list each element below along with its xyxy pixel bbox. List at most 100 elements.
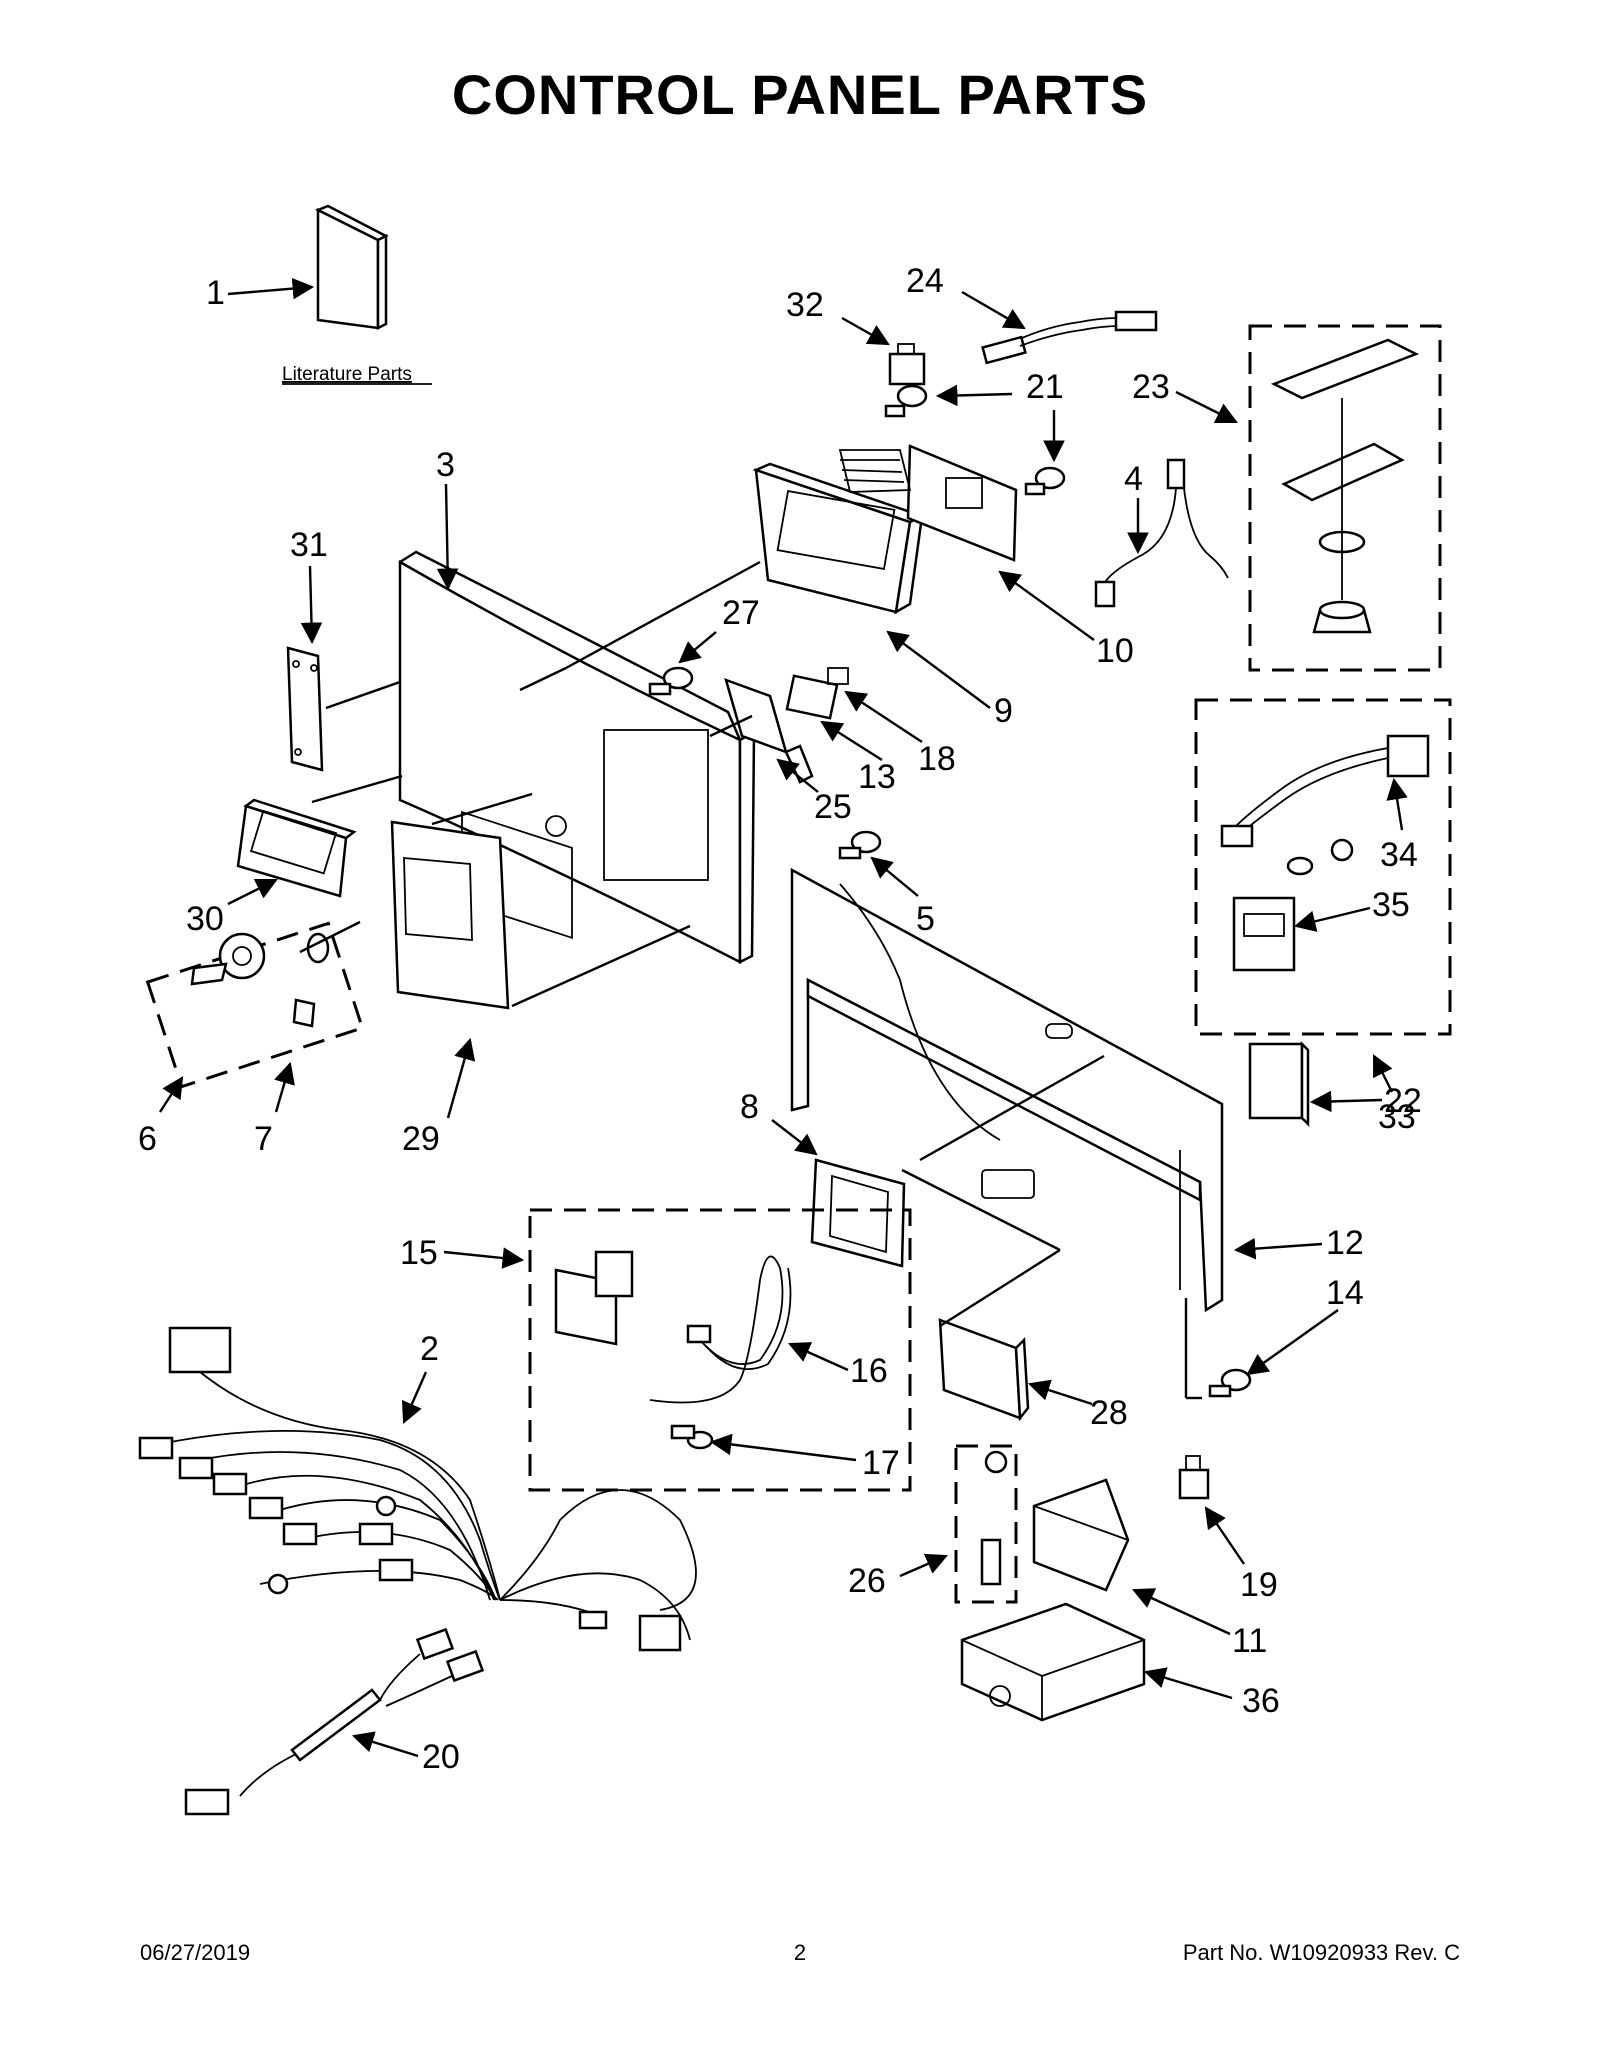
frame-8 (810, 1158, 906, 1268)
callout-2: 2 (420, 1330, 439, 1368)
callout-21: 21 (1026, 368, 1064, 406)
group-box-26 (954, 1444, 1018, 1604)
callout-31: 31 (290, 526, 328, 564)
leader-2 (401, 1371, 428, 1424)
harness-4 (1094, 458, 1229, 608)
connector-32 (888, 343, 926, 386)
knob-assembly (190, 932, 330, 986)
housing-36 (960, 1602, 1146, 1722)
harness-34 (1220, 734, 1430, 848)
callout-12: 12 (1326, 1224, 1364, 1262)
leader-22 (1309, 1090, 1383, 1113)
callout-29: 29 (402, 1120, 440, 1158)
leader-9 (886, 630, 991, 709)
knob-kit-23 (1270, 338, 1420, 634)
leader-6 (158, 1076, 184, 1113)
leader-33 (1372, 1054, 1394, 1093)
leader-5 (870, 856, 919, 897)
display-cover (236, 798, 357, 898)
callout-35: 35 (1372, 886, 1410, 924)
callout-6: 6 (138, 1120, 157, 1158)
callout-13: 13 (858, 758, 896, 796)
leader-36 (1143, 1667, 1233, 1700)
callout-15: 15 (400, 1234, 438, 1272)
screw-17 (670, 1424, 714, 1450)
leader-31 (300, 565, 323, 645)
literature-label: Literature Parts (282, 364, 412, 385)
leader-11 (1132, 1588, 1231, 1636)
cover-22 (1248, 1040, 1310, 1128)
callout-3: 3 (436, 446, 455, 484)
leader-24 (961, 290, 1026, 330)
footer-page-number: 2 (793, 1940, 807, 1965)
callout-23: 23 (1132, 368, 1170, 406)
page-title: CONTROL PANEL PARTS (451, 63, 1149, 126)
callout-7: 7 (254, 1120, 273, 1158)
callout-1: 1 (206, 274, 225, 312)
leader-27 (678, 631, 717, 664)
callout-30: 30 (186, 900, 224, 938)
callout-16: 16 (850, 1352, 888, 1390)
leader-21a (935, 384, 1013, 407)
callout-32: 32 (786, 286, 824, 324)
wire-harness-2 (138, 1326, 697, 1652)
leader-17 (709, 1433, 857, 1462)
screw-14 (1208, 1368, 1252, 1398)
display-housing (752, 462, 926, 615)
leader-20 (351, 1731, 419, 1758)
callout-4: 4 (1124, 460, 1143, 498)
gasket-29 (390, 820, 510, 1010)
harness-24 (981, 310, 1158, 365)
callout-26: 26 (848, 1562, 886, 1600)
switch-19 (1178, 1455, 1210, 1500)
leader-34 (1386, 777, 1408, 831)
callout-11: 11 (1232, 1622, 1267, 1660)
group-box-23 (1248, 324, 1442, 672)
callout-24: 24 (906, 262, 944, 300)
leader-7 (274, 1061, 295, 1113)
leader-10 (998, 570, 1095, 641)
group-box-6 (145, 921, 365, 1089)
leader-1 (227, 277, 315, 300)
callout-36: 36 (1242, 1682, 1280, 1720)
callout-27: 27 (722, 594, 760, 632)
alignment-lines (299, 560, 1202, 1400)
leader-12 (1233, 1237, 1323, 1260)
control-board (838, 444, 1018, 562)
leader-30 (227, 878, 278, 906)
screw-21b (1024, 466, 1066, 496)
callout-33: 33 (1378, 1098, 1416, 1136)
console-back (790, 867, 1224, 1313)
leader-32 (841, 316, 890, 346)
callout-8: 8 (740, 1088, 759, 1126)
callout-18: 18 (918, 740, 956, 778)
nut-and-screw (1286, 838, 1354, 876)
switch-35 (1232, 896, 1296, 972)
footer-date: 06/27/2019 (140, 1940, 251, 1965)
box-11 (1032, 1478, 1130, 1592)
group-box-15 (528, 1208, 912, 1492)
screw-26 (980, 1450, 1008, 1586)
callout-17: 17 (862, 1444, 900, 1482)
literature-part (314, 204, 389, 331)
leader-29 (446, 1037, 476, 1119)
group-box-33 (1194, 698, 1452, 1036)
callout-5: 5 (916, 900, 935, 938)
leader-23 (1175, 390, 1238, 424)
thermostat-15 (554, 1250, 634, 1346)
leader-26 (899, 1553, 948, 1578)
leader-16 (788, 1342, 849, 1372)
footer-part-number: Part No. W10920933 Rev. C (1182, 1940, 1460, 1965)
callout-10: 10 (1096, 632, 1134, 670)
leader-14 (1246, 1309, 1339, 1376)
harness-16 (649, 1255, 792, 1404)
panel-overlay (286, 646, 324, 772)
bracket-28 (938, 1318, 1030, 1422)
leader-18 (844, 690, 923, 744)
cord-20 (184, 1627, 485, 1816)
callout-22: 22 (1384, 1082, 1422, 1120)
callout-14: 14 (1326, 1274, 1364, 1312)
leader-28 (1027, 1379, 1093, 1406)
leader-3 (436, 483, 459, 591)
